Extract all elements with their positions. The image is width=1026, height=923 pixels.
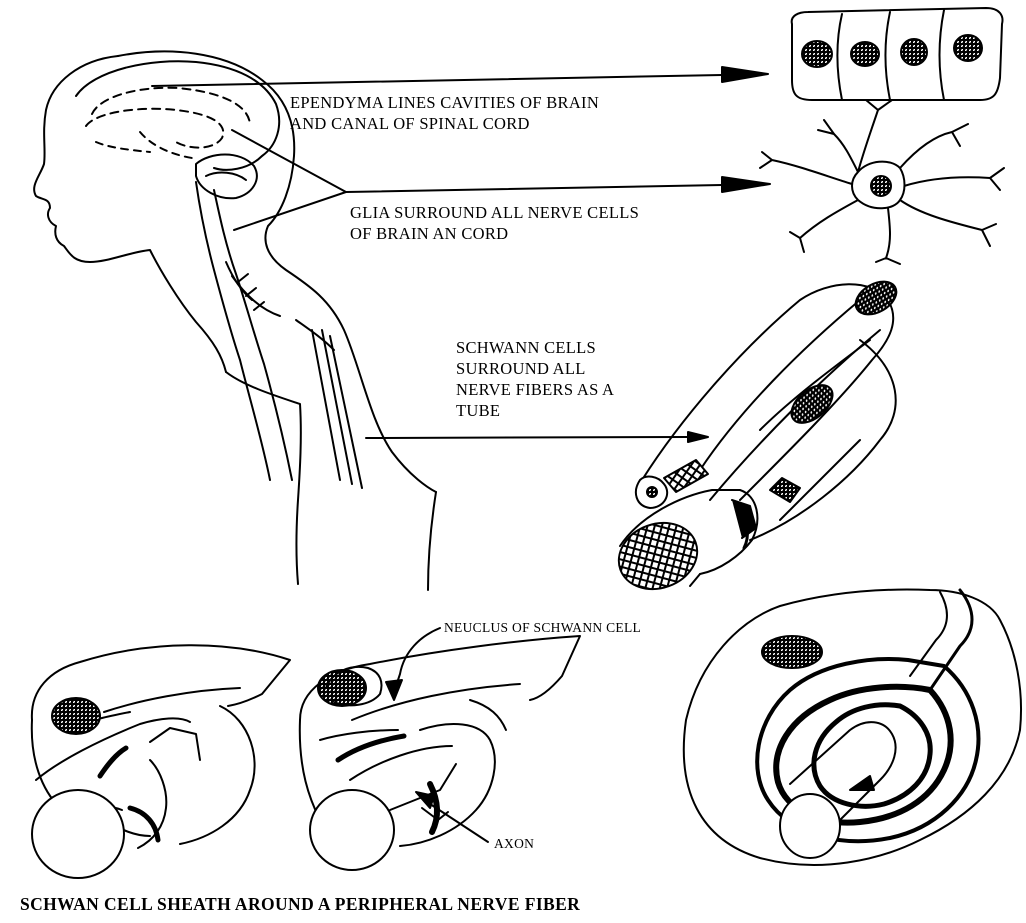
glia-label: GLIA SURROUND ALL NERVE CELLS OF BRAIN A… bbox=[350, 202, 639, 244]
glia-label-line-2: OF BRAIN AN CORD bbox=[350, 223, 639, 244]
schwann-label-line-2: SURROUND ALL bbox=[456, 358, 614, 379]
schwann-label-line-4: TUBE bbox=[456, 400, 614, 421]
ependymal-cells bbox=[792, 8, 1003, 100]
sheath-stage-2 bbox=[300, 636, 580, 870]
schwann-label: SCHWANN CELLS SURROUND ALL NERVE FIBERS … bbox=[456, 337, 614, 421]
ependyma-label-line-2: AND CANAL OF SPINAL CORD bbox=[290, 113, 599, 134]
ependyma-label-line-1: EPENDYMA LINES CAVITIES OF BRAIN bbox=[290, 92, 599, 113]
axon-label: AXON bbox=[494, 836, 534, 852]
sheath-stage-1 bbox=[32, 645, 290, 878]
glial-cell bbox=[760, 100, 1004, 264]
diagram-caption: SCHWAN CELL SHEATH AROUND A PERIPHERAL N… bbox=[20, 894, 580, 915]
schwann-label-line-3: NERVE FIBERS AS A bbox=[456, 379, 614, 400]
nucleus-label: NEUCLUS OF SCHWANN CELL bbox=[444, 620, 641, 636]
glia-label-line-1: GLIA SURROUND ALL NERVE CELLS bbox=[350, 202, 639, 223]
ependyma-label: EPENDYMA LINES CAVITIES OF BRAIN AND CAN… bbox=[290, 92, 599, 134]
sheath-stage-3 bbox=[684, 590, 1021, 865]
schwann-label-line-1: SCHWANN CELLS bbox=[456, 337, 614, 358]
